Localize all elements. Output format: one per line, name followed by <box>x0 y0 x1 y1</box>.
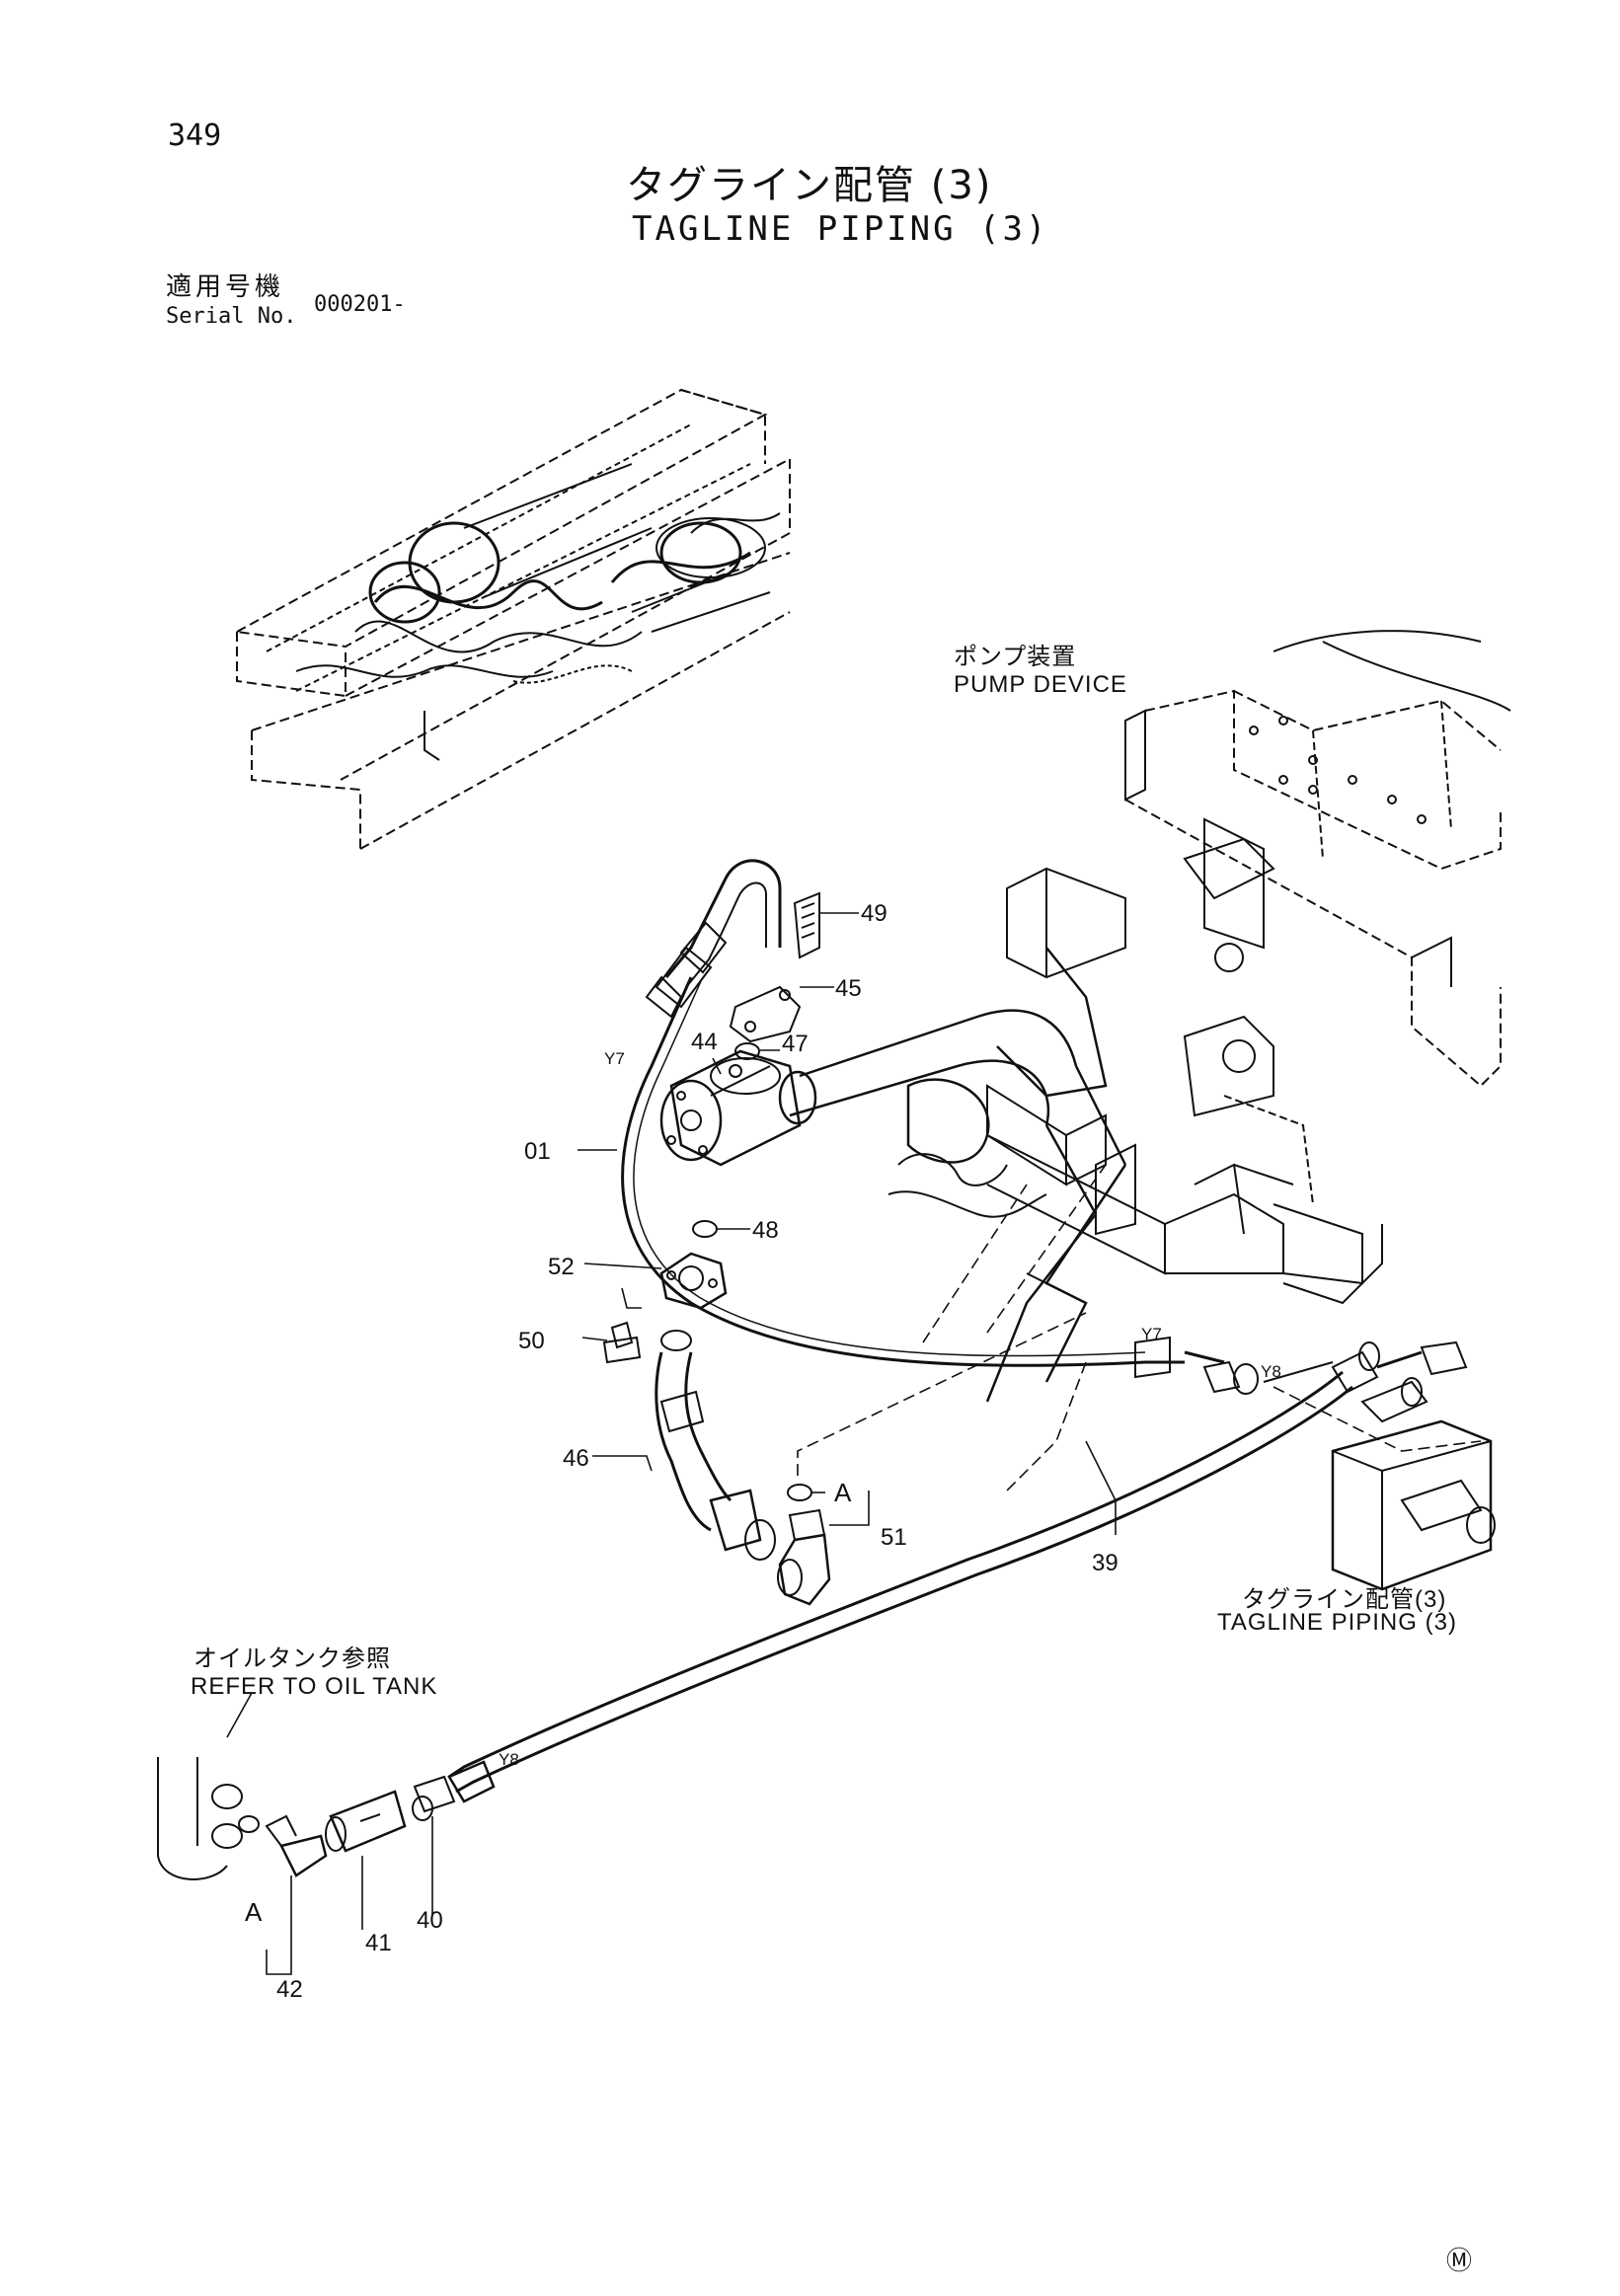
part-number-39: 39 <box>1092 1550 1119 1576</box>
hose-39 <box>449 1338 1466 1792</box>
tagline-piping-label-jp: タグライン配管(3) <box>1242 1586 1447 1613</box>
o-ring-51 <box>788 1485 811 1500</box>
pipe-code-y8-lower: Y8 <box>499 1750 519 1769</box>
part-number-52: 52 <box>548 1254 575 1280</box>
part-number-47: 47 <box>782 1031 809 1057</box>
machine-overview-illustration <box>237 390 790 849</box>
pipe-code-y7-left: Y7 <box>604 1049 625 1068</box>
part-number-49: 49 <box>861 900 887 927</box>
part-number-44: 44 <box>691 1029 718 1055</box>
tagline-valve-block <box>1333 1378 1495 1589</box>
callout-leaders <box>267 913 1116 1974</box>
pipe-code-y8-right: Y8 <box>1261 1362 1281 1381</box>
pump-device-illustration <box>780 631 1510 1402</box>
corner-mark-m: Ⓜ <box>1446 2246 1473 2275</box>
title-japanese: タグライン配管 (3) <box>626 163 993 208</box>
part-number-01: 01 <box>524 1138 551 1165</box>
elbow-42 <box>239 1816 326 1875</box>
serial-label-english: Serial No. <box>166 304 297 329</box>
part-number-46: 46 <box>563 1445 589 1472</box>
oil-tank-label-jp: オイルタンク参照 <box>193 1645 391 1672</box>
part-number-45: 45 <box>835 975 862 1002</box>
part-number-40: 40 <box>417 1907 443 1934</box>
view-mark-a-lower: A <box>245 1897 263 1927</box>
hose-46 <box>656 1331 775 1560</box>
o-ring-47 <box>735 1043 759 1059</box>
view-mark-a-upper: A <box>834 1478 852 1507</box>
o-ring-48 <box>693 1221 717 1237</box>
gear-pump-44 <box>661 1051 800 1165</box>
part-number-41: 41 <box>365 1930 392 1956</box>
pump-device-label-en: PUMP DEVICE <box>954 671 1127 698</box>
part-number-50: 50 <box>518 1328 545 1354</box>
dashed-leaders <box>798 1165 1481 1491</box>
check-valve-41 <box>326 1792 405 1851</box>
hose-01 <box>623 948 1185 1365</box>
pump-device-label-jp: ポンプ装置 <box>954 644 1077 670</box>
bolt-50 <box>604 1323 640 1362</box>
serial-label-japanese: 適用号機 <box>166 272 285 302</box>
fitting-40 <box>413 1762 494 1820</box>
serial-number-value: 000201- <box>314 292 406 317</box>
tagline-piping-label-en: TAGLINE PIPING (3) <box>1217 1609 1457 1636</box>
part-number-42: 42 <box>276 1976 303 2003</box>
part-number-48: 48 <box>752 1217 779 1244</box>
title-english: TAGLINE PIPING (3) <box>632 209 1049 249</box>
flange-52 <box>661 1254 726 1308</box>
oil-tank-reference <box>158 1693 252 1879</box>
bent-tube-45 <box>666 861 819 1041</box>
oil-tank-label-en: REFER TO OIL TANK <box>191 1673 438 1700</box>
part-number-51: 51 <box>881 1524 907 1551</box>
page-number: 349 <box>168 118 222 153</box>
pipe-code-y7-mid: Y7 <box>1141 1325 1162 1343</box>
elbow-51 <box>778 1510 829 1604</box>
